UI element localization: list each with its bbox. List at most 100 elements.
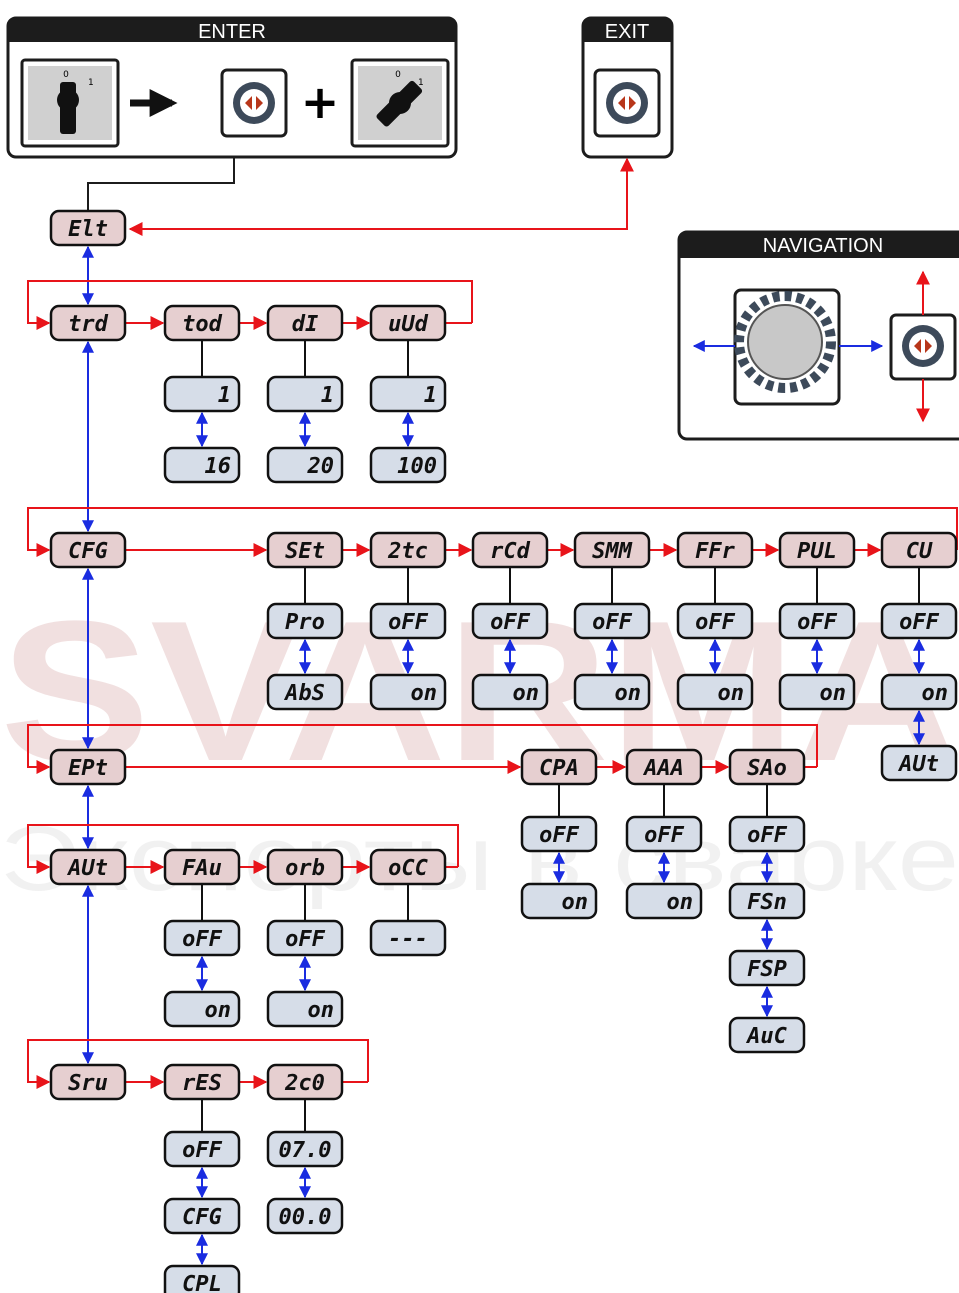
watermark-tagline: Эксперты в сварке <box>0 808 959 910</box>
menu-value-box[interactable]: 07.0 <box>268 1132 342 1166</box>
menu-cfg-ffr-box[interactable]: FFr <box>678 533 752 567</box>
menu-value-box[interactable]: oFF <box>268 921 342 955</box>
menu-value-box[interactable]: on <box>268 992 342 1026</box>
menu-value-box[interactable]: 20 <box>268 448 342 482</box>
menu-value-box-label: 1 <box>218 383 231 408</box>
menu-value-box-label: 00.0 <box>279 1205 332 1230</box>
menu-value-box-label: oFF <box>644 823 684 848</box>
menu-value-box[interactable]: 16 <box>165 448 239 482</box>
menu-value-box[interactable]: oFF <box>678 604 752 638</box>
menu-cfg-pul-box[interactable]: PUL <box>780 533 854 567</box>
menu-value-box[interactable]: 1 <box>268 377 342 411</box>
exit-panel: EXIT <box>583 18 672 157</box>
menu-value-box[interactable]: 1 <box>371 377 445 411</box>
menu-value-box[interactable]: on <box>627 884 701 918</box>
menu-sru-res-box[interactable]: rES <box>165 1065 239 1099</box>
nav-encoder-button-icon[interactable] <box>891 315 955 379</box>
menu-cfg-box[interactable]: CFG <box>51 533 125 567</box>
menu-value-box[interactable]: oFF <box>473 604 547 638</box>
encoder-button-icon[interactable] <box>222 70 286 136</box>
menu-value-box[interactable]: FSP <box>730 951 804 985</box>
menu-value-box-label: on <box>308 998 335 1023</box>
menu-trd-di-box[interactable]: dI <box>268 306 342 340</box>
menu-value-box[interactable]: on <box>522 884 596 918</box>
menu-cfg-smm-box[interactable]: SMM <box>575 533 649 567</box>
menu-value-box[interactable]: Pro <box>268 604 342 638</box>
menu-value-box-label: oFF <box>747 823 787 848</box>
menu-root-box[interactable]: Elt <box>51 211 125 245</box>
exit-title: EXIT <box>605 21 649 43</box>
menu-value-box-label: oFF <box>592 610 632 635</box>
menu-value-box[interactable]: oFF <box>165 921 239 955</box>
menu-value-box[interactable]: oFF <box>730 817 804 851</box>
menu-value-box[interactable]: oFF <box>575 604 649 638</box>
menu-cfg-2tc-box[interactable]: 2tc <box>371 533 445 567</box>
menu-value-box[interactable]: AuC <box>730 1018 804 1052</box>
menu-value-box[interactable]: 00.0 <box>268 1199 342 1233</box>
navigation-title: NAVIGATION <box>763 235 883 257</box>
menu-aut-box[interactable]: AUt <box>51 850 125 884</box>
menu-value-box[interactable]: 1 <box>165 377 239 411</box>
menu-sru-box-label: Sru <box>68 1071 108 1096</box>
exit-encoder-button-icon[interactable] <box>595 70 659 136</box>
menu-trd-tod-box[interactable]: tod <box>165 306 239 340</box>
menu-value-box[interactable]: AbS <box>268 675 342 709</box>
menu-value-box[interactable]: on <box>575 675 649 709</box>
menu-aut-orb-box[interactable]: orb <box>268 850 342 884</box>
menu-value-box-label: on <box>205 998 232 1023</box>
menu-cfg-set-box[interactable]: SEt <box>268 533 342 567</box>
menu-value-box[interactable]: FSn <box>730 884 804 918</box>
main-switch-off-icon: 0 1 <box>22 60 118 146</box>
menu-value-box[interactable]: on <box>165 992 239 1026</box>
menu-value-box[interactable]: on <box>882 675 956 709</box>
menu-sru-box[interactable]: Sru <box>51 1065 125 1099</box>
menu-value-box[interactable]: oFF <box>882 604 956 638</box>
menu-value-box-label: AbS <box>283 681 325 706</box>
menu-ept-sao-box-label: SAo <box>747 756 787 781</box>
menu-value-box[interactable]: on <box>780 675 854 709</box>
menu-value-box-label: oFF <box>182 1138 222 1163</box>
menu-aut-occ-box-label: oCC <box>388 856 428 881</box>
menu-value-box-label: 1 <box>321 383 334 408</box>
menu-value-box[interactable]: on <box>371 675 445 709</box>
switch-label-0: 0 <box>63 70 69 80</box>
menu-value-box-label: oFF <box>899 610 939 635</box>
menu-value-box[interactable]: oFF <box>522 817 596 851</box>
menu-value-box[interactable]: AUt <box>882 746 956 780</box>
menu-aut-fau-box[interactable]: FAu <box>165 850 239 884</box>
menu-ept-cpa-box[interactable]: CPA <box>522 750 596 784</box>
menu-value-box-label: oFF <box>695 610 735 635</box>
menu-value-box[interactable]: oFF <box>780 604 854 638</box>
menu-cfg-box-label: CFG <box>68 539 108 564</box>
menu-value-box-label: AuC <box>745 1024 787 1049</box>
menu-trd-uud-box[interactable]: uUd <box>371 306 445 340</box>
menu-value-box-label: --- <box>388 927 428 952</box>
menu-ept-sao-box[interactable]: SAo <box>730 750 804 784</box>
menu-value-box-label: Pro <box>285 610 325 635</box>
menu-cfg-cu-box-label: CU <box>906 539 933 564</box>
menu-cfg-rcd-box[interactable]: rCd <box>473 533 547 567</box>
menu-value-box[interactable]: on <box>473 675 547 709</box>
menu-value-box[interactable]: oFF <box>165 1132 239 1166</box>
menu-value-box[interactable]: CFG <box>165 1199 239 1233</box>
menu-value-box-label: 07.0 <box>279 1138 332 1163</box>
menu-ept-box[interactable]: EPt <box>51 750 125 784</box>
menu-trd-box[interactable]: trd <box>51 306 125 340</box>
menu-value-box-label: on <box>922 681 949 706</box>
menu-ept-aaa-box[interactable]: AAA <box>627 750 701 784</box>
menu-value-box[interactable]: oFF <box>371 604 445 638</box>
rotary-knob-icon[interactable] <box>735 290 839 404</box>
menu-value-box[interactable]: oFF <box>627 817 701 851</box>
menu-cfg-set-box-label: SEt <box>285 539 325 564</box>
menu-cfg-smm-box-label: SMM <box>592 539 632 564</box>
menu-sru-2c0-box[interactable]: 2c0 <box>268 1065 342 1099</box>
switch-label-1: 1 <box>88 78 94 88</box>
menu-value-box[interactable]: CPL <box>165 1266 239 1293</box>
menu-value-box[interactable]: --- <box>371 921 445 955</box>
menu-aut-occ-box[interactable]: oCC <box>371 850 445 884</box>
menu-value-box-label: CFG <box>182 1205 222 1230</box>
menu-cfg-cu-box[interactable]: CU <box>882 533 956 567</box>
menu-value-box[interactable]: on <box>678 675 752 709</box>
menu-value-box[interactable]: 100 <box>371 448 445 482</box>
